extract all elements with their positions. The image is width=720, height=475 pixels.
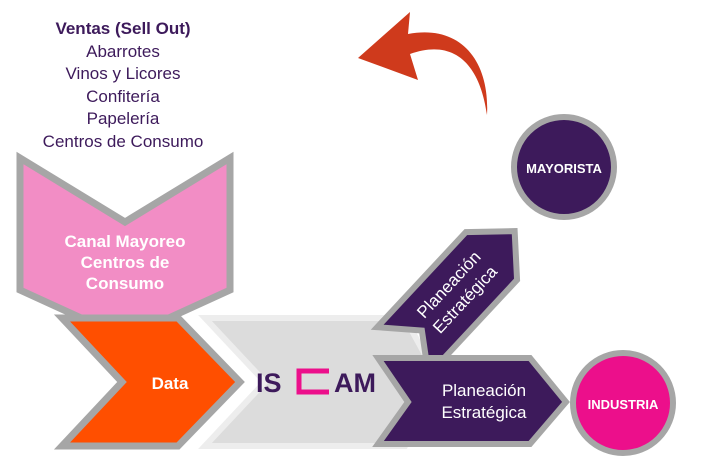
iscam-text-left: IS (256, 368, 282, 398)
industria-label: INDUSTRIA (588, 397, 659, 412)
sales-list-item: Vinos y Licores (65, 64, 181, 83)
sales-list-item: Papelería (86, 109, 160, 128)
industria-circle (570, 350, 676, 456)
data-chevron (53, 314, 245, 450)
sales-list-item: Confitería (86, 86, 160, 106)
return-arrow-icon (358, 12, 488, 115)
canal-line-2: Centros de (81, 253, 170, 272)
iscam-c-icon (296, 368, 329, 395)
canal-mayoreo-chevron (16, 151, 234, 342)
sales-list-heading: Ventas (Sell Out) (55, 19, 191, 38)
canal-line-3: Consumo (86, 274, 164, 293)
planeacion-diagonal-shape (370, 228, 521, 382)
canal-line-1: Canal Mayoreo (65, 232, 186, 251)
planeacion-horizontal-arrow (372, 355, 570, 447)
mayorista-circle (511, 114, 617, 220)
sales-list-item: Abarrotes (86, 41, 160, 61)
mayorista-label: MAYORISTA (526, 161, 602, 176)
planeacion-horizontal-line-2: Estratégica (441, 403, 527, 422)
sales-list-item: Centros de Consumo (42, 131, 204, 151)
sales-list: Ventas (Sell Out) Abarrotes Vinos y Lico… (18, 18, 228, 153)
planeacion-horizontal-line-1: Planeación (442, 381, 526, 400)
data-label: Data (152, 374, 189, 393)
planeacion-diagonal-arrow: Planeación Estratégica (370, 228, 521, 382)
iscam-text-right: AM (334, 368, 376, 398)
